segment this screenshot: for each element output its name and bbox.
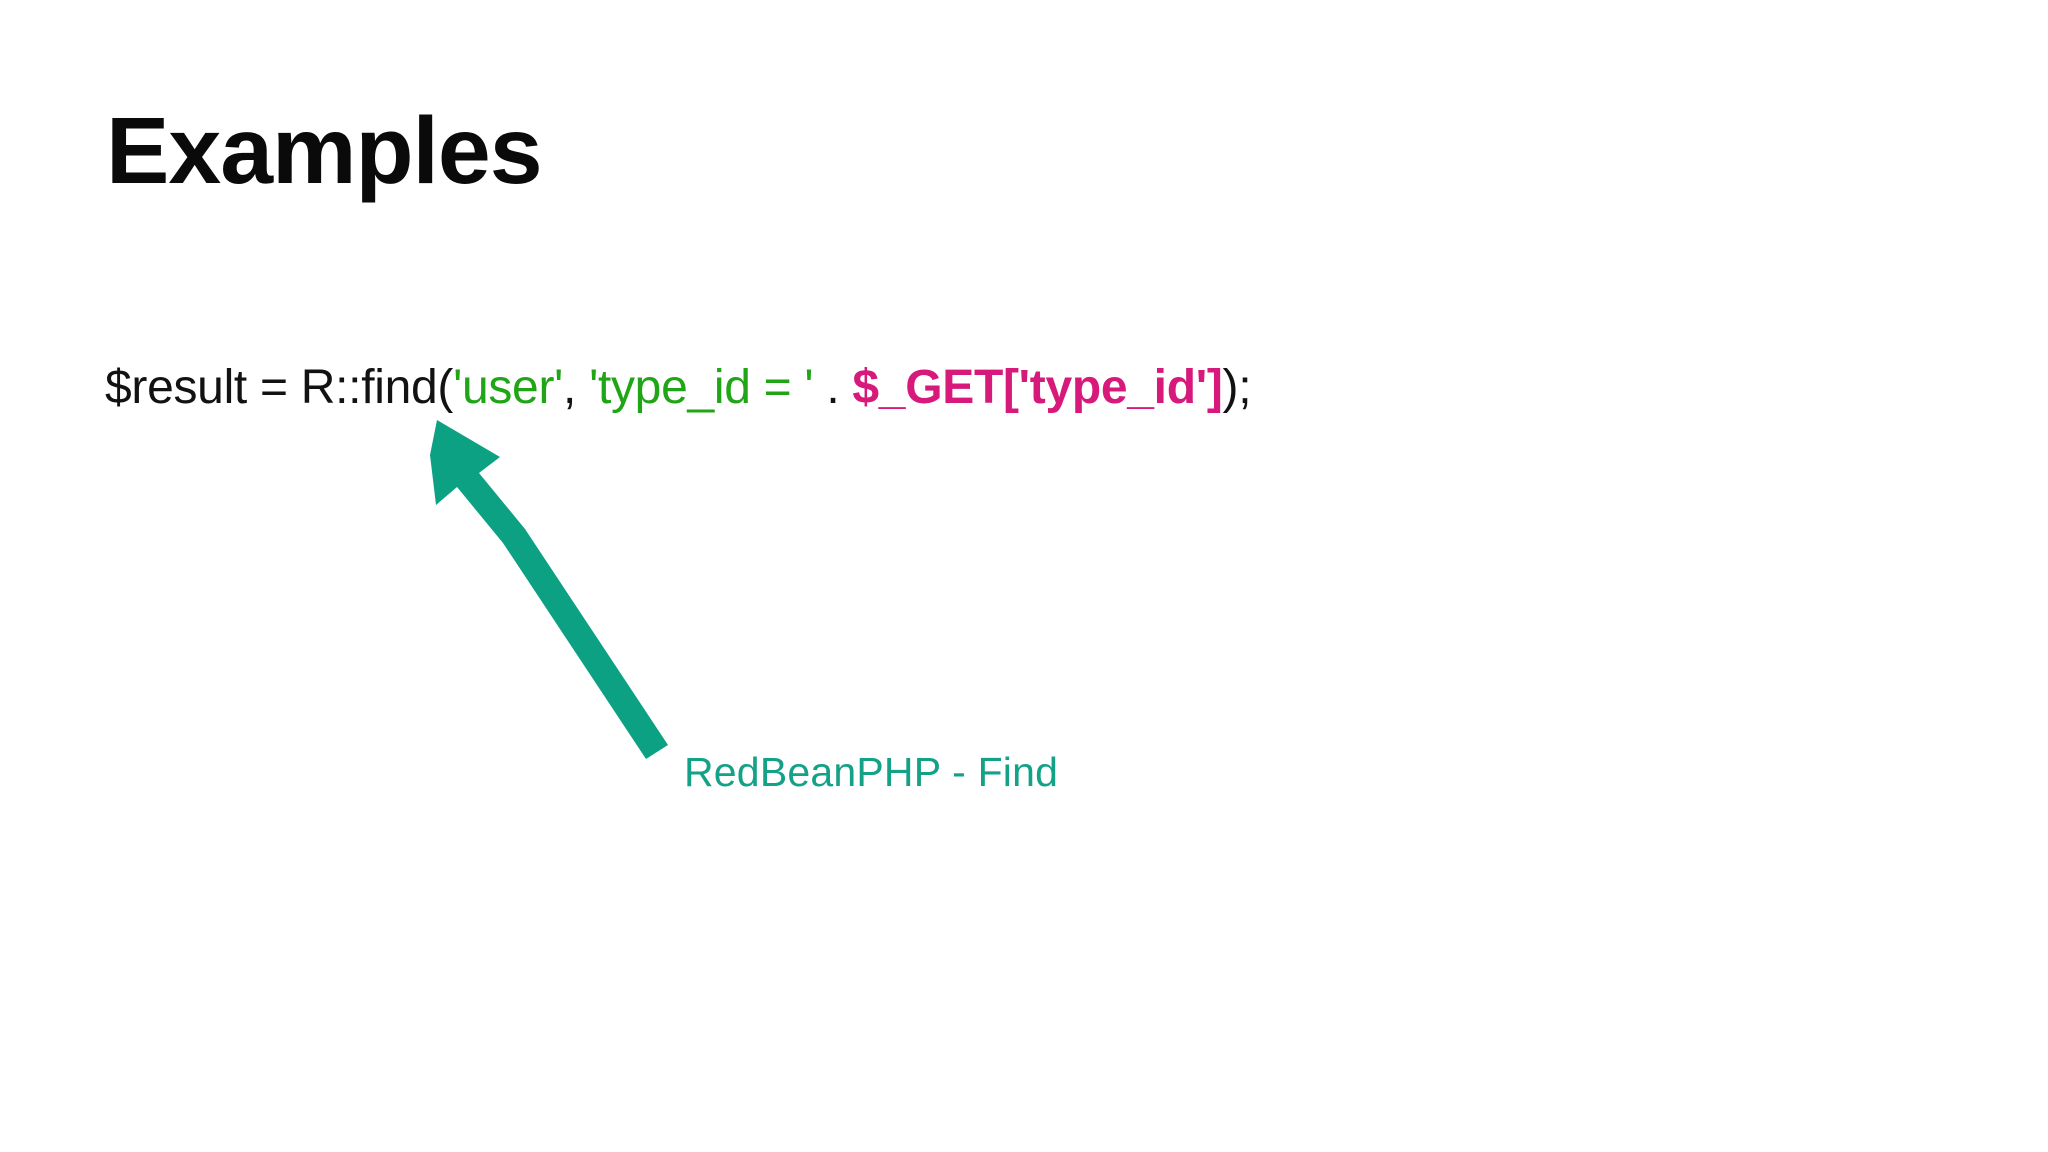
code-token-close-paren: );: [1222, 361, 1252, 414]
page-title: Examples: [106, 98, 543, 204]
arrow-body: [430, 420, 668, 759]
annotation-caption: RedBeanPHP - Find: [684, 749, 1059, 795]
code-token-concat-dot: .: [813, 361, 853, 414]
code-token-string-user: 'user': [453, 361, 563, 414]
annotation-arrow-icon: [430, 420, 668, 759]
code-token-call-prefix: $result = R::find(: [105, 361, 454, 414]
code-token-string-typeid: 'type_id = ': [589, 361, 814, 414]
code-token-comma: ,: [563, 361, 590, 414]
code-token-superglobal-get: $_GET['type_id']: [852, 361, 1223, 414]
code-example-line: $result = R::find('user', 'type_id = ' .…: [105, 361, 1252, 414]
